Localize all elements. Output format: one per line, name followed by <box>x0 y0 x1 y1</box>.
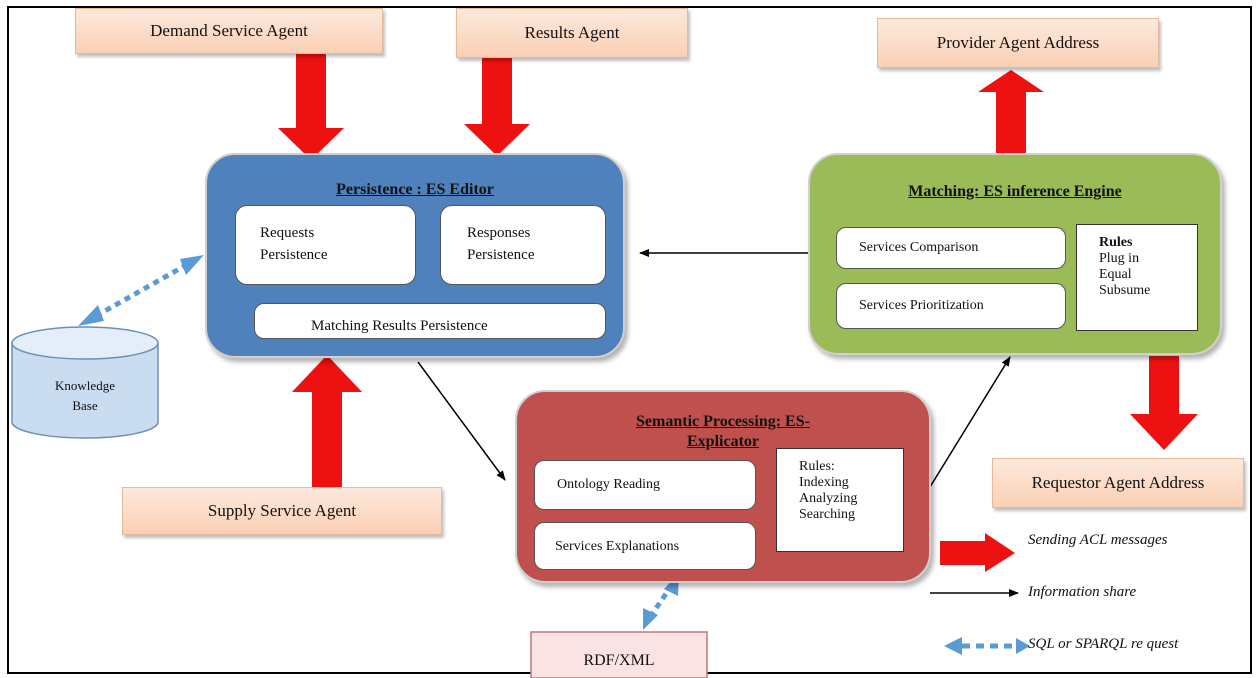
semantic-title-line-2: Explicator <box>687 433 759 450</box>
ontology-reading-box: Ontology Reading <box>534 460 756 510</box>
semantic-title: Semantic Processing: ES- Explicator <box>517 412 929 452</box>
services-prioritization-box: Services Prioritization <box>836 283 1066 329</box>
results-agent: Results Agent <box>456 8 688 58</box>
knowledge-base-label: Knowledge Base <box>12 376 158 416</box>
supply-service-agent: Supply Service Agent <box>122 487 442 535</box>
red-arrow-demand <box>278 52 344 160</box>
knowledge-base-line-1: Knowledge <box>55 378 115 393</box>
semantic-rules-box: Rules: Indexing Analyzing Searching <box>776 448 904 552</box>
requests-persistence-box: Requests Persistence <box>235 205 416 285</box>
persistence-title: Persistence : ES Editor <box>336 181 494 198</box>
knowledge-base-cylinder <box>11 326 159 439</box>
rule-indexing: Indexing <box>799 475 849 490</box>
persistence-panel: Persistence : ES Editor Requests Persist… <box>205 153 625 358</box>
responses-line-1: Responses <box>467 225 531 241</box>
legend-acl-label: Sending ACL messages <box>1028 532 1168 548</box>
semantic-title-line-1: Semantic Processing: ES- <box>636 413 810 430</box>
matching-results-persistence-box: Matching Results Persistence <box>254 303 606 339</box>
rule-plug-in: Plug in <box>1099 251 1140 266</box>
responses-line-2: Persistence <box>467 247 535 263</box>
rdf-xml-label: RDF/XML <box>583 652 655 669</box>
demand-service-agent: Demand Service Agent <box>75 8 383 54</box>
legend-sql-label: SQL or SPARQL re quest <box>1028 636 1179 652</box>
services-explanations-box: Services Explanations <box>534 522 756 570</box>
semantic-rules-title: Rules: <box>799 459 835 474</box>
rule-subsume: Subsume <box>1099 283 1151 298</box>
matching-rules-title: Rules <box>1099 235 1133 250</box>
red-arrow-results <box>464 52 530 156</box>
semantic-processing-panel: Semantic Processing: ES- Explicator Onto… <box>515 390 931 583</box>
requests-line-2: Persistence <box>260 247 328 263</box>
info-arrow-semantic-to-matching <box>929 356 1011 488</box>
red-arrow-requestor <box>1130 356 1198 450</box>
legend-info-label: Information share <box>1028 584 1137 600</box>
rule-equal: Equal <box>1099 267 1132 282</box>
rule-searching: Searching <box>799 507 855 522</box>
provider-agent-address: Provider Agent Address <box>877 18 1159 68</box>
matching-rules-box: Rules Plug in Equal Subsume <box>1076 224 1198 331</box>
matching-title: Matching: ES inference Engine <box>908 183 1122 200</box>
responses-persistence-box: Responses Persistence <box>440 205 606 285</box>
legend-dotted-arrow <box>944 637 1030 655</box>
matching-panel: Matching: ES inference Engine Services C… <box>808 153 1222 355</box>
rule-analyzing: Analyzing <box>799 491 858 506</box>
legend-red-arrow <box>940 533 1015 572</box>
dotted-arrow-kb <box>78 255 204 326</box>
red-arrow-provider <box>978 70 1044 154</box>
knowledge-base-line-2: Base <box>72 398 98 413</box>
red-arrow-supply <box>292 355 362 488</box>
requests-line-1: Requests <box>260 225 315 241</box>
services-comparison-box: Services Comparison <box>836 227 1066 269</box>
info-arrow-persistence-to-semantic <box>417 361 506 481</box>
requestor-agent-address: Requestor Agent Address <box>992 458 1244 508</box>
rdf-document-shape <box>530 631 708 678</box>
